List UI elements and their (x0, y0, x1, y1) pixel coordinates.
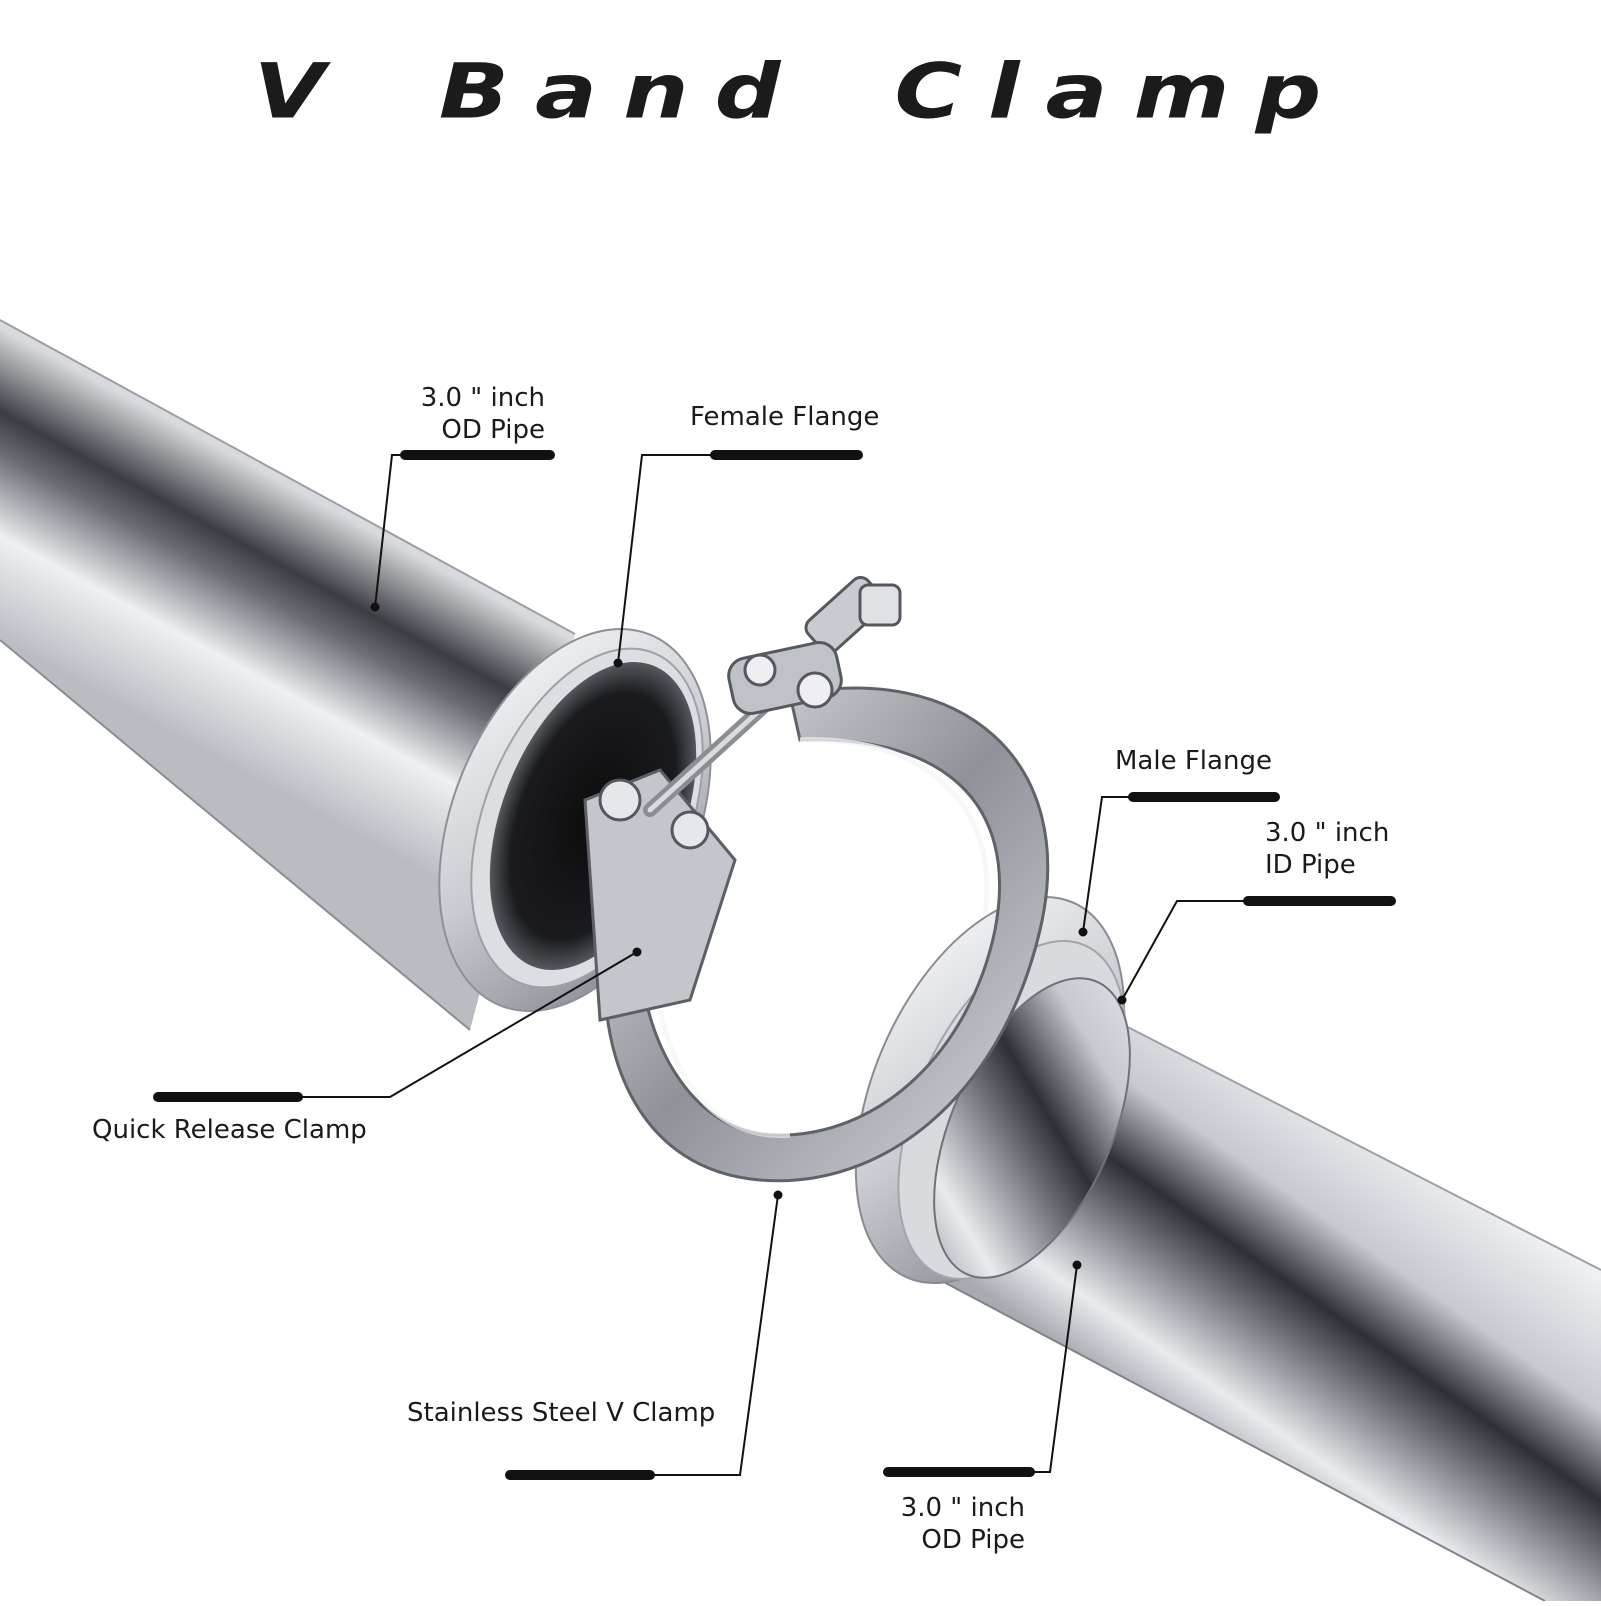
quick-release-clamp-label: Quick Release Clamp (92, 1115, 367, 1145)
id-pipe-size: 3.0 " inch (1265, 818, 1390, 848)
od-pipe-top-type: OD Pipe (441, 415, 545, 445)
v-band-clamp (583, 575, 1050, 1183)
female-flange-label: Female Flange (690, 402, 880, 432)
stainless-clamp-label: Stainless Steel V Clamp (407, 1398, 716, 1428)
od-pipe-top-label: 3.0 " inch OD Pipe (395, 382, 545, 446)
callout-lines (153, 450, 1396, 1480)
od-pipe-bottom-label: 3.0 " inch OD Pipe (870, 1492, 1025, 1556)
od-pipe-bottom-type: OD Pipe (921, 1525, 1025, 1555)
od-pipe-bottom-size: 3.0 " inch (900, 1493, 1025, 1523)
id-pipe-label: 3.0 " inch ID Pipe (1265, 817, 1389, 881)
od-pipe-top-size: 3.0 " inch (420, 383, 545, 413)
id-pipe-type: ID Pipe (1265, 850, 1356, 880)
male-flange-label: Male Flange (1115, 746, 1272, 776)
page-title: V Band Clamp (253, 48, 1348, 136)
right-pipe (854, 895, 1601, 1602)
